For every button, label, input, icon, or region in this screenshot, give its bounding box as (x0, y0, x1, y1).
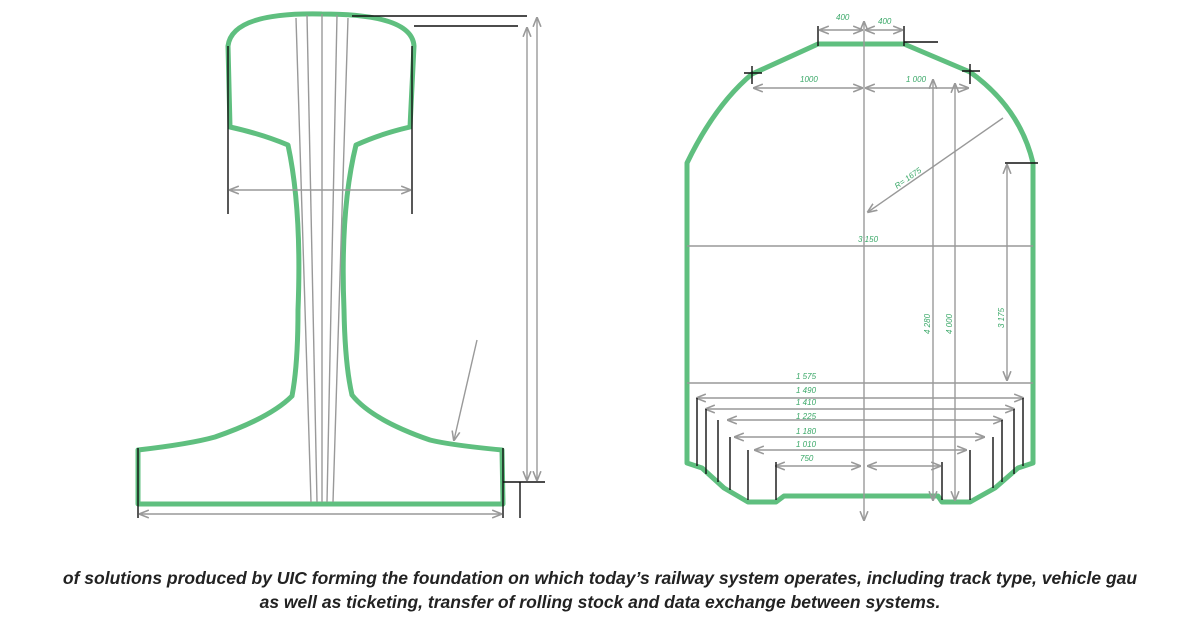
web-line-1 (295, 17, 312, 503)
label-height-4280: 4 280 (923, 313, 932, 334)
leader-arrow (454, 339, 478, 440)
loading-gauge: 400 400 1000 1 000 R= 1675 3 150 4 280 4… (684, 13, 1038, 520)
rail-profile (135, 11, 545, 518)
label-upper-left-1000: 1000 (800, 75, 818, 84)
label-top-left-400: 400 (836, 13, 850, 22)
radius-leader (868, 117, 1004, 212)
web-line-4 (326, 14, 338, 503)
gauge-outline (684, 41, 1036, 505)
label-width-1010: 1 010 (796, 440, 817, 449)
label-height-4000: 4 000 (945, 313, 954, 334)
label-height-3175: 3 175 (997, 307, 1006, 328)
caption-line-2: as well as ticketing, transfer of rollin… (259, 592, 941, 612)
label-upper-right-1000: 1 000 (906, 75, 927, 84)
figure-caption: of solutions produced by UIC forming the… (0, 566, 1200, 614)
web-line-2 (306, 14, 318, 503)
label-width-1575: 1 575 (796, 372, 817, 381)
web-line-5 (332, 17, 349, 503)
label-width-1410: 1 410 (796, 398, 817, 407)
label-width-1180: 1 180 (796, 427, 817, 436)
label-width-750: 750 (800, 454, 814, 463)
label-width-1225: 1 225 (796, 412, 817, 421)
caption-line-1: of solutions produced by UIC forming the… (62, 568, 1138, 588)
rail-outline (135, 11, 506, 507)
label-radius: R= 1675 (893, 165, 924, 190)
label-width-1490: 1 490 (796, 386, 817, 395)
label-top-right-400: 400 (878, 17, 892, 26)
label-full-width: 3 150 (858, 235, 879, 244)
technical-drawing: 400 400 1000 1 000 R= 1675 3 150 4 280 4… (135, 11, 1038, 540)
